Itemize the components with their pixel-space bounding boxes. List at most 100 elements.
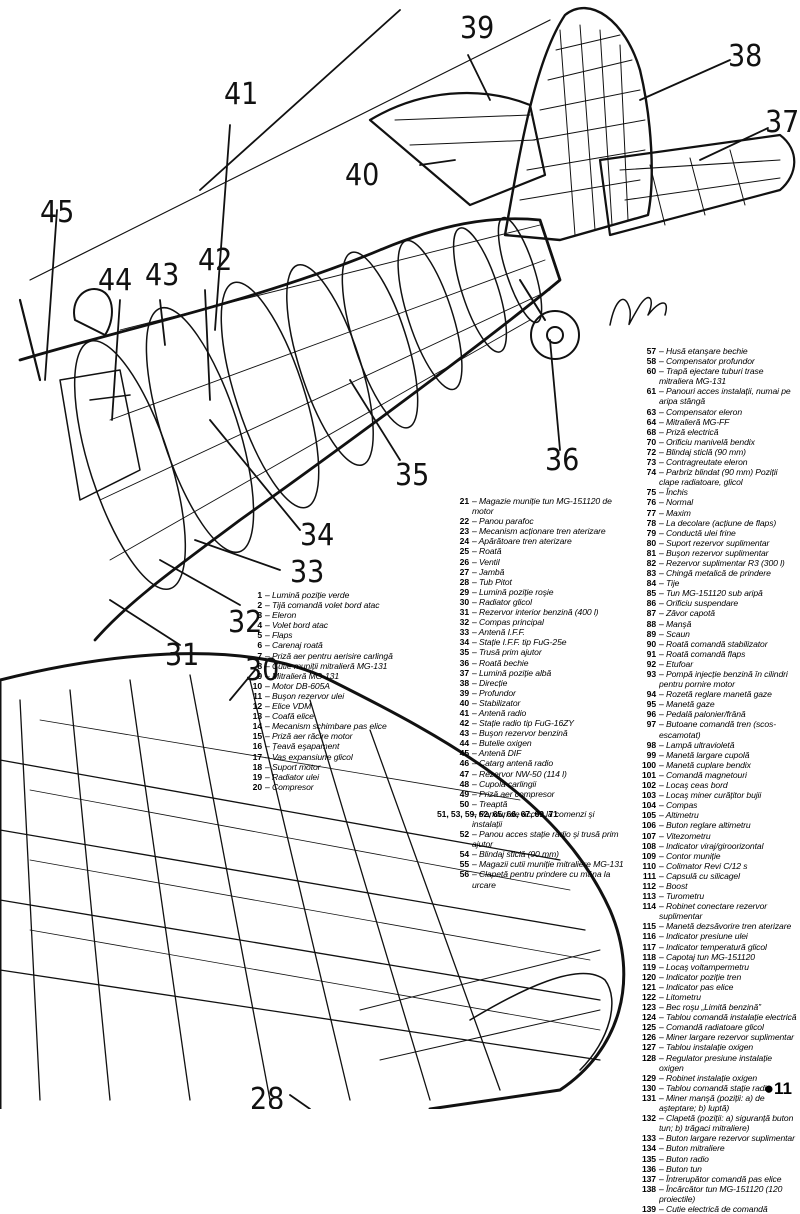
legend-item: 50– Treaptă — [437, 799, 625, 809]
legend-item-number: 50 — [459, 798, 469, 809]
legend-item-number: 11 — [253, 690, 262, 701]
legend-item-text: – Butelie oxigen — [472, 738, 532, 749]
legend-item: 118– Capotaj tun MG-151120 — [626, 952, 798, 962]
legend-item-number: 2 — [257, 600, 262, 611]
legend-item-number: 7 — [257, 650, 262, 661]
legend-item-number: 92 — [646, 658, 656, 669]
legend-item-number: 61 — [646, 386, 656, 397]
legend-item: 21– Magazie muniție tun MG-151120 de mot… — [437, 496, 625, 516]
callout-40: 40 — [345, 158, 379, 193]
legend-item-text: – Boost — [659, 880, 688, 891]
legend-item-text: – Suport rezervor suplimentar — [659, 537, 770, 548]
legend-item-number: 27 — [459, 566, 469, 577]
legend-item: 18– Suport motor — [240, 762, 430, 772]
legend-item: 92– Etufoar — [626, 659, 798, 669]
legend-item-number: 127 — [641, 1042, 656, 1053]
legend-item-number: 91 — [646, 648, 656, 659]
legend-item-text: – Radiator ulei — [265, 771, 319, 782]
legend-item: 19– Radiator ulei — [240, 772, 430, 782]
legend-item-number: 63 — [646, 406, 656, 417]
legend-item: 55– Magazii cutii muniție mitraliere MG-… — [437, 859, 625, 869]
legend-item-text: – Roată comandă stabilizator — [659, 638, 768, 649]
legend-item-number: 99 — [646, 749, 656, 760]
legend-item-number: 128 — [641, 1052, 656, 1063]
legend-item-text: – Indicator pas elice — [659, 981, 734, 992]
legend-item: 11– Buşon rezervor ulei — [240, 691, 430, 701]
legend-item: 15– Priză aer răcire motor — [240, 731, 430, 741]
legend-item-text: – Buşon rezervor benzină — [472, 728, 568, 739]
legend-item-number: 80 — [646, 537, 656, 548]
callout-38: 38 — [728, 39, 762, 74]
legend-item: 70– Orificiu manivelă bendix — [626, 437, 798, 447]
legend-item-number: 83 — [646, 568, 656, 579]
legend-item: 95– Manetă gaze — [626, 699, 798, 709]
legend-item-text: – Bec roşu „Limită benzină” — [659, 1002, 761, 1013]
legend-item-text: – Panou parafoc — [472, 516, 534, 527]
legend-item: 20– Compresor — [240, 782, 430, 792]
legend-item-text: – Compas principal — [472, 617, 544, 628]
legend-item: 85– Tun MG-151120 sub aripă — [626, 588, 798, 598]
legend-item-text: – Indicator viraj/giroorizontal — [659, 840, 764, 851]
legend-item-text: – Buşon rezervor ulei — [265, 690, 345, 701]
legend-item: 31– Rezervor interior benzină (400 l) — [437, 607, 625, 617]
legend-item: 23– Mecanism acționare tren aterizare — [437, 526, 625, 536]
legend-item-text: – Treaptă — [472, 798, 508, 809]
legend-item-text: – Indicator presiune ulei — [659, 931, 748, 942]
legend-item-text: – Altimetru — [659, 810, 699, 821]
legend-item: 52– Panou acces stație radio şi trusă pr… — [437, 829, 625, 849]
legend-item-text: – Manetă cuplare bendix — [659, 759, 751, 770]
legend-item: 63– Compensator eleron — [626, 407, 798, 417]
legend-item-number: 113 — [642, 891, 656, 902]
legend-item-text: – Orificiu manivelă bendix — [659, 436, 755, 447]
legend-item-number: 43 — [459, 728, 469, 739]
legend-item-number: 104 — [641, 800, 656, 811]
legend-item: 126– Miner largare rezervor suplimentar — [626, 1032, 798, 1042]
legend-item-number: 123 — [641, 1002, 656, 1013]
legend-item: 139– Cutie electrică de comandă — [626, 1204, 798, 1214]
legend-item-text: – Capsulă cu silicagel — [659, 870, 740, 881]
legend-item: 28– Tub Pitot — [437, 577, 625, 587]
legend-item: 116– Indicator presiune ulei — [626, 931, 798, 941]
legend-item: 106– Buton reglare altimetru — [626, 820, 798, 830]
legend-item-number: 8 — [257, 660, 262, 671]
legend-item: 5– Flaps — [240, 630, 430, 640]
legend-item-text: – Robinet instalație oxigen — [659, 1072, 758, 1083]
legend-item: 98– Lampă ultravioletă — [626, 740, 798, 750]
legend-item-text: – Maxim — [659, 507, 691, 518]
legend-item: 121– Indicator pas elice — [626, 982, 798, 992]
legend-item: 93– Pompă injecție benzină în cilindri p… — [626, 669, 798, 689]
legend-item: 1– Lumină poziție verde — [240, 590, 430, 600]
legend-item-number: 101 — [641, 769, 656, 780]
legend-item-number: 29 — [459, 586, 469, 597]
legend-item: 16– Țeavă eşapament — [240, 741, 430, 751]
legend-item: 132– Clapetă (poziții: a) siguranță buto… — [626, 1113, 798, 1133]
legend-item: 104– Compas — [626, 800, 798, 810]
legend-item-text: – Lumină poziție roşie — [472, 586, 554, 597]
legend-item-text: – Clapetă (poziții: a) siguranță buton t… — [659, 1113, 794, 1134]
legend-item-text: – Locaş miner curățitor bujii — [659, 790, 762, 801]
legend-item: 112– Boost — [626, 881, 798, 891]
tail-wheel — [519, 279, 580, 360]
legend-item-text: – Tablou comandă stație radio — [659, 1082, 771, 1093]
legend-item-text: – Cutie muniții mitralieră MG-131 — [265, 660, 388, 671]
legend-item-number: 88 — [646, 618, 656, 629]
legend-item-text: – Panouri de acces la comenzi şi instala… — [472, 808, 595, 829]
legend-item-number: 93 — [646, 669, 656, 679]
legend-item-text: – Capotaj tun MG-151120 — [659, 951, 755, 962]
legend-item-number: 82 — [646, 557, 656, 568]
legend-item-text: – Eleron — [265, 610, 297, 621]
legend-item: 99– Manetă largare cupolă — [626, 750, 798, 760]
legend-item-number: 25 — [459, 546, 469, 557]
legend-item: 96– Pedală palonier/frână — [626, 709, 798, 719]
legend-item: 57– Husă etanşare bechie — [626, 346, 798, 356]
legend-item-number: 48 — [459, 778, 469, 789]
legend-item-number: 131 — [641, 1092, 656, 1103]
legend-item: 8– Cutie muniții mitralieră MG-131 — [240, 661, 430, 671]
legend-item: 115– Manetă dezsăvorire tren aterizare — [626, 921, 798, 931]
legend-item-number: 111 — [642, 870, 656, 881]
legend-item: 88– Manşă — [626, 619, 798, 629]
legend-item: 44– Butelie oxigen — [437, 738, 625, 748]
legend-item-text: – Priză electrică — [659, 426, 719, 437]
legend-item-number: 139 — [641, 1203, 656, 1214]
